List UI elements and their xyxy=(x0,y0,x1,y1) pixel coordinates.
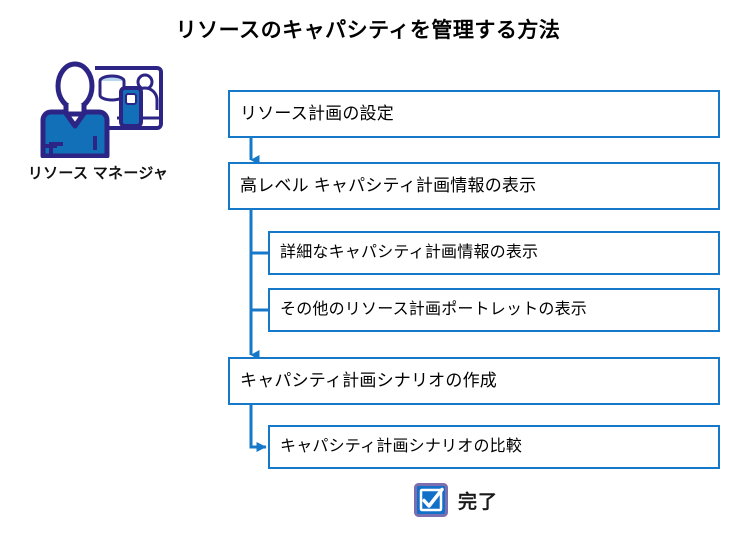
page-title: リソースのキャパシティを管理する方法 xyxy=(175,19,561,42)
step-label: リソース計画の設定 xyxy=(240,103,394,123)
actor-group: リソース マネージャ xyxy=(8,58,188,183)
step-label: 高レベル キャパシティ計画情報の表示 xyxy=(240,175,537,195)
step-box-scenario[interactable]: キャパシティ計画シナリオの作成 xyxy=(228,357,720,405)
step-label: キャパシティ計画シナリオの作成 xyxy=(240,370,497,390)
actor-label: リソース マネージャ xyxy=(27,165,169,182)
step-box-portlet[interactable]: その他のリソース計画ポートレットの表示 xyxy=(268,288,720,332)
resource-manager-icon xyxy=(40,61,163,158)
step-label: キャパシティ計画シナリオの比較 xyxy=(280,438,523,456)
step-box-highlevel[interactable]: 高レベル キャパシティ計画情報の表示 xyxy=(228,162,720,210)
step-box-detail[interactable]: 詳細なキャパシティ計画情報の表示 xyxy=(268,231,720,275)
step-label: 詳細なキャパシティ計画情報の表示 xyxy=(280,244,539,262)
done-marker: 完了 xyxy=(414,483,498,517)
step-box-setup[interactable]: リソース計画の設定 xyxy=(228,90,720,138)
step-label: その他のリソース計画ポートレットの表示 xyxy=(280,301,588,319)
checkbox-checked-icon xyxy=(414,483,448,517)
done-label: 完了 xyxy=(458,491,499,513)
connector-scenario-to-compare xyxy=(249,405,267,452)
step-box-compare[interactable]: キャパシティ計画シナリオの比較 xyxy=(268,425,720,469)
